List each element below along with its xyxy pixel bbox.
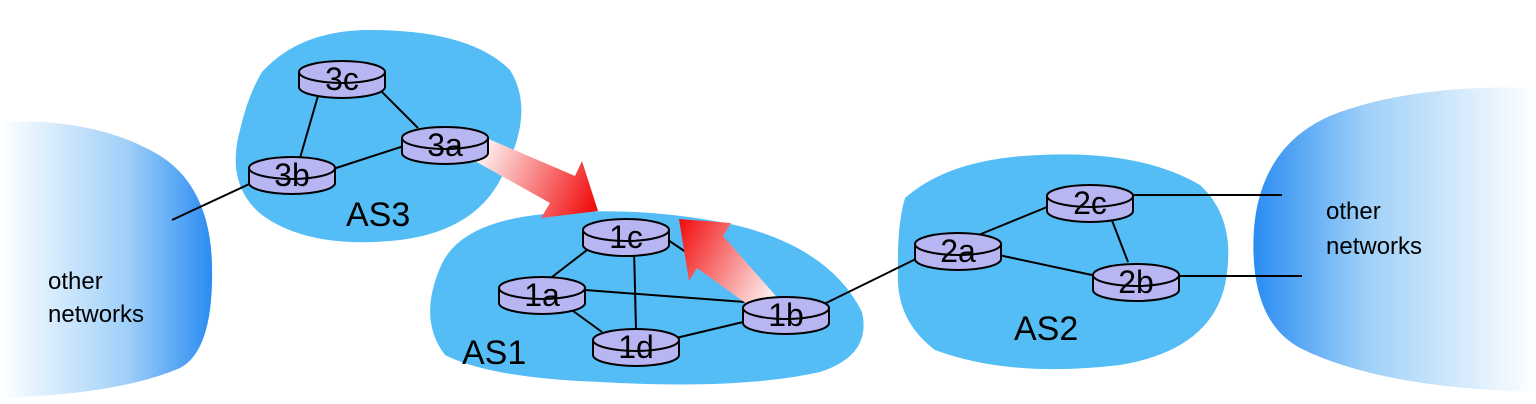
- other-networks-label-right-line1: other: [1326, 198, 1381, 225]
- router-label: 1d: [618, 329, 654, 365]
- as1-label: AS1: [462, 334, 526, 372]
- router-1a: 1a: [498, 276, 586, 315]
- link-1a-1b: [584, 289, 746, 303]
- router-2a: 2a: [914, 232, 1002, 271]
- router-top: [592, 328, 680, 352]
- as2-cloud: [897, 154, 1229, 370]
- router-label: 1b: [768, 297, 804, 333]
- router-top: [582, 218, 670, 242]
- advertisement-arrow-3a-to-1c: [464, 134, 598, 218]
- link-2a-2b: [993, 253, 1093, 276]
- as2-label: AS2: [1014, 310, 1078, 348]
- router-top: [1092, 263, 1180, 287]
- router-top: [1046, 184, 1134, 208]
- router-top: [248, 156, 336, 180]
- router-top: [401, 126, 489, 150]
- router-top: [298, 60, 386, 84]
- router-top: [498, 276, 586, 300]
- advertisement-arrow-1b-to-1c: [679, 219, 782, 320]
- router-3a: 3a: [401, 126, 489, 165]
- router-2b: 2b: [1092, 263, 1180, 302]
- router-top: [914, 232, 1002, 256]
- other-networks-cloud-right: [1253, 87, 1536, 392]
- routers-layer: 3c 3a 3b 1c 1a 1b 1d 2c 2a 2b: [248, 60, 1180, 367]
- link-3b-3a: [329, 143, 411, 171]
- router-label: 3c: [325, 61, 359, 97]
- as3-label: AS3: [346, 196, 410, 234]
- link-1c-1d: [633, 247, 637, 331]
- other-networks-label-left-line1: other: [48, 268, 103, 295]
- router-label: 1c: [609, 219, 643, 255]
- router-1b: 1b: [742, 296, 830, 335]
- router-3b: 3b: [248, 156, 336, 195]
- router-label: 3a: [427, 127, 463, 163]
- link-1b-2a: [821, 255, 923, 306]
- other-networks-label-left-line2: networks: [48, 301, 144, 328]
- link-3b-other: [171, 179, 259, 221]
- other-networks-cloud-left: [0, 121, 213, 399]
- router-label: 2b: [1118, 264, 1154, 300]
- router-1c: 1c: [582, 218, 670, 257]
- router-top: [742, 296, 830, 320]
- router-label: 2c: [1073, 185, 1107, 221]
- as1-cloud: [430, 211, 864, 385]
- router-label: 2a: [940, 233, 976, 269]
- router-3c: 3c: [298, 60, 386, 99]
- router-label: 1a: [524, 277, 560, 313]
- link-2a-2c: [975, 204, 1053, 237]
- other-networks-label-right-line2: networks: [1326, 233, 1422, 260]
- router-label: 3b: [274, 157, 310, 193]
- router-2c: 2c: [1046, 184, 1134, 223]
- router-1d: 1d: [592, 328, 680, 367]
